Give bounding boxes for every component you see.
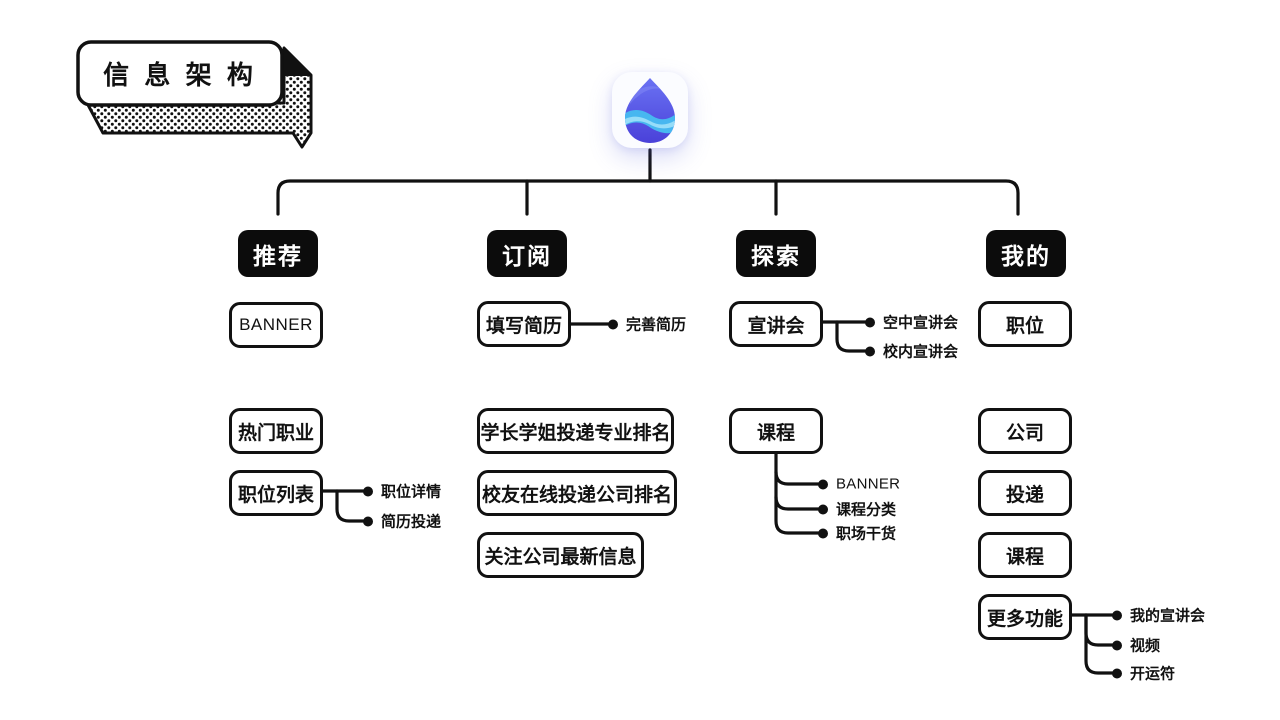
node-job-list: 职位列表 [229,470,323,516]
tab-mine: 我的 [986,230,1066,277]
bullet-dot [363,486,373,496]
leaf-course-banner: BANNER [818,476,900,493]
leaf-improve-resume: 完善简历 [608,314,686,335]
leaf-label: 课程分类 [836,501,897,519]
node-senior-major-ranking: 学长学姐投递专业排名 [477,408,674,454]
node-course: 课程 [729,408,823,454]
bullet-dot [818,504,828,514]
node-fill-resume: 填写简历 [477,301,571,347]
node-my-companies: 公司 [978,408,1072,454]
node-hot-jobs: 热门职业 [229,408,323,454]
tab-explore: 探索 [736,230,816,277]
leaf-course-category: 课程分类 [818,499,896,520]
leaf-label: 开运符 [1130,665,1176,683]
leaf-label: 校内宣讲会 [883,343,959,361]
bullet-dot [818,479,828,489]
leaf-video: 视频 [1112,635,1160,656]
leaf-label: BANNER [836,475,901,493]
node-follow-company-news: 关注公司最新信息 [477,532,644,578]
node-more-features: 更多功能 [978,594,1072,640]
leaf-label: 视频 [1130,637,1161,655]
leaf-campus-career-talk: 校内宣讲会 [865,341,958,362]
leaf-resume-delivery: 简历投递 [363,511,441,532]
leaf-lucky-charm: 开运符 [1112,663,1175,684]
leaf-my-career-talks: 我的宣讲会 [1112,605,1205,626]
water-drop-icon [625,78,675,143]
bullet-dot [608,319,618,329]
leaf-label: 完善简历 [626,316,687,334]
ribbon-decoration-icon [76,40,313,149]
bullet-dot [363,516,373,526]
title-badge: 信 息 架 构 [65,35,325,160]
leaf-label: 简历投递 [381,513,442,531]
leaf-label: 我的宣讲会 [1130,607,1206,625]
leaf-workplace-tips: 职场干货 [818,523,896,544]
bullet-dot [865,346,875,356]
bullet-dot [1112,668,1122,678]
page-title: 信 息 架 构 [103,60,257,90]
leaf-label: 空中宣讲会 [883,314,959,332]
leaf-online-career-talk: 空中宣讲会 [865,312,958,333]
tab-recommend: 推荐 [238,230,318,277]
node-my-jobs: 职位 [978,301,1072,347]
leaf-label: 职位详情 [381,483,442,501]
leaf-label: 职场干货 [836,525,897,543]
node-career-talk: 宣讲会 [729,301,823,347]
node-my-courses: 课程 [978,532,1072,578]
node-banner: BANNER [229,302,323,348]
tab-subscribe: 订阅 [487,230,567,277]
node-my-deliveries: 投递 [978,470,1072,516]
bullet-dot [865,317,875,327]
bullet-dot [1112,610,1122,620]
node-alumni-company-ranking: 校友在线投递公司排名 [477,470,677,516]
leaf-job-detail: 职位详情 [363,481,441,502]
bullet-dot [818,528,828,538]
bullet-dot [1112,640,1122,650]
app-logo [612,72,688,148]
